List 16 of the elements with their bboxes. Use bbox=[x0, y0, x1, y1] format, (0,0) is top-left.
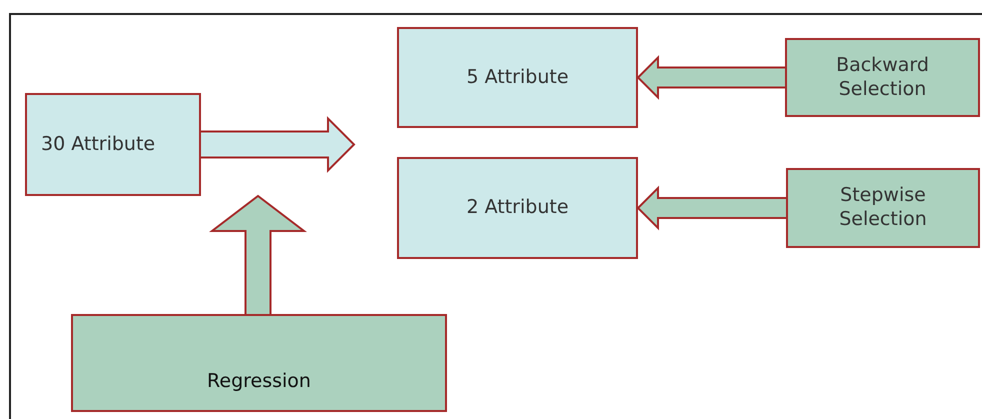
node-label: Regression bbox=[207, 370, 311, 394]
node-label: Stepwise Selection bbox=[838, 184, 928, 232]
node-label: 5 Attribute bbox=[466, 66, 569, 90]
attribute-box bbox=[25, 93, 201, 196]
node-label: 30 Attribute bbox=[41, 132, 156, 156]
method-box bbox=[786, 168, 980, 248]
attribute-box bbox=[397, 27, 638, 128]
attribute-box bbox=[397, 157, 638, 259]
node-label: 2 Attribute bbox=[466, 196, 569, 220]
block-arrow bbox=[636, 55, 787, 100]
node-label: Backward Selection bbox=[835, 54, 930, 102]
block-arrow bbox=[209, 194, 307, 316]
method-box bbox=[71, 314, 447, 412]
block-arrow bbox=[199, 116, 356, 173]
block-arrow bbox=[636, 186, 788, 230]
method-box bbox=[785, 38, 980, 117]
